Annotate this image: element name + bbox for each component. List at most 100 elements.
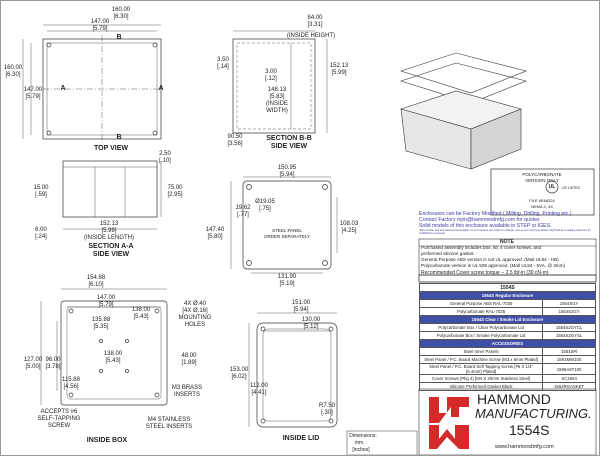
section-marker: A [158, 85, 164, 92]
dim-label: 150.95 [277, 165, 297, 171]
dim-label: HOLES [184, 322, 206, 328]
dim-label: [5.83] [269, 94, 285, 100]
dim-label: ACCEPTS #6 [40, 409, 78, 415]
dim-label: [5.19] [279, 281, 295, 287]
dim-label: 15.00 [33, 185, 49, 191]
dim-label: SELF-TAPPING [37, 416, 81, 422]
dim-label: [4.25] [341, 228, 357, 234]
dim-label: 152.13 [329, 63, 349, 69]
website-link[interactable]: www.hammondmfg.com [495, 444, 554, 450]
part-description: General Purpose ABS RAL-7035 [418, 299, 544, 308]
dim-label: [.59] [35, 192, 47, 198]
dim-label: 75.00 [167, 185, 183, 191]
dim-label: 154.88 [86, 275, 106, 281]
dim-label: 115.88 [62, 377, 80, 383]
torque-note: Recommended Cover screw torque -- 2.5 lb… [421, 270, 549, 276]
dim-label: [5.79] [98, 302, 114, 308]
dim-label: [4.41] [251, 390, 267, 396]
dim-label: 138.00 [131, 307, 151, 313]
dim-label: 147.00 [23, 87, 43, 93]
dim-label: 130.00 [301, 317, 321, 323]
dim-label: 160.00 [111, 7, 131, 13]
dim-label: [.77] [237, 212, 249, 218]
view-title: SECTION A-A [88, 243, 134, 250]
dim-label: [.12] [265, 76, 277, 82]
part-description: Silicone Preformed Gasket Black [418, 382, 544, 391]
part-description: Steel Inner Panels [418, 347, 544, 356]
dim-label: 131.90 [277, 274, 297, 280]
dim-label: [4.56] [63, 384, 79, 390]
view-title: INSIDE BOX [86, 437, 128, 444]
dim-label: [3.31] [307, 22, 323, 28]
hammond-logo-icon [429, 397, 469, 449]
dim-label: [.10] [159, 158, 171, 164]
dim-label: SCREW [47, 423, 71, 429]
dim-label: [5.00] [25, 364, 41, 370]
view-title: INSIDE LID [282, 435, 320, 442]
dim-label: [5.12] [303, 324, 319, 330]
dim-label: M4 STAINLESS [147, 417, 191, 423]
dim-label: (INSIDE LENGTH) [83, 235, 135, 241]
dim-label: [5.99] [331, 70, 347, 76]
part-description: Steel Panel / P.C. Board Self Tapping Sc… [418, 363, 544, 375]
ul-text: NEMA 4, 4X [531, 204, 553, 209]
table-title: 1554S [419, 283, 596, 292]
ul-logo-icon: UL [548, 184, 556, 190]
dim-label: [.24] [35, 234, 47, 240]
section-b-outline [232, 38, 316, 134]
note-line: preformed silicone gasket. [421, 251, 475, 256]
model-number: 1554S [509, 422, 550, 438]
table-section-header: ACCESSORIES [419, 339, 596, 348]
dim-label: Ø19.05 [255, 199, 275, 205]
view-title: SIDE VIEW [92, 251, 130, 258]
dim-label: 127.00 [23, 357, 43, 363]
dim-label: 148.13 [267, 87, 287, 93]
part-description: Polycarbonate Box / Smoke Polycarbonate … [418, 331, 544, 340]
dim-label: [5.94] [293, 307, 309, 313]
inside-lid-outline [256, 322, 338, 428]
dim-label: 147.00 [90, 19, 110, 25]
dim-label: 4X Ø.40 [183, 301, 207, 307]
units-inches: [inches] [352, 447, 370, 453]
part-number: 1554SGY [542, 299, 596, 308]
dim-label: [3.78] [45, 364, 61, 370]
contact-block: Enclosures can be Factory Modified ( Mil… [419, 211, 595, 235]
dim-label: 84.00 [307, 15, 323, 21]
dim-label: [6.30] [113, 14, 129, 20]
brand-name: MANUFACTURING. [475, 406, 592, 421]
dim-label: [.75] [259, 206, 271, 212]
contact-line: Enclosures can be Factory Modified ( Mil… [419, 211, 572, 217]
dim-label: [6.02] [231, 374, 247, 380]
dim-label: [.14] [217, 64, 229, 70]
note-line: General Purpose ABS version is not UL ap… [421, 257, 559, 262]
dim-label: 135.88 [91, 317, 111, 323]
dim-label: 138.00 [103, 351, 123, 357]
note-line: Polycarbonate version is UL 508 approved… [421, 263, 566, 268]
table-section-header: 1554S Regular Enclosure [419, 291, 596, 300]
part-number: 1554S2GYSL [542, 331, 596, 340]
section-a-outline [62, 160, 158, 218]
dim-label: [5.99] [101, 228, 117, 234]
contact-email[interactable]: Contact Factory mjm@hammondmfg.com for q… [419, 217, 540, 223]
dim-label: 152.13 [99, 221, 119, 227]
ul-text: FILE #E68324 [529, 198, 555, 203]
ul-text: POLYCARBONATE [522, 172, 562, 177]
dim-label: [5.35] [93, 324, 109, 330]
dim-label: [5.80] [207, 234, 223, 240]
dim-label: (INSIDE HEIGHT) [286, 33, 336, 39]
contact-line: Solid models of this enclosure available… [419, 223, 552, 229]
panel-note: STEEL PANEL [272, 228, 302, 233]
dim-label: [5.79] [92, 26, 108, 32]
part-number: SC1554 [542, 374, 596, 383]
view-title: SIDE VIEW [270, 143, 308, 150]
lid-outline [242, 180, 332, 270]
dim-label: M3 BRASS [171, 385, 203, 391]
brand-name: HAMMOND [477, 391, 551, 407]
dim-label: 151.00 [291, 300, 311, 306]
dim-label: 3.50 [217, 57, 229, 63]
section-marker: B [116, 134, 122, 141]
dim-label: 160.00 [3, 65, 23, 71]
dim-label: [5.79] [25, 94, 41, 100]
part-number: 1596A6T100 [542, 363, 596, 375]
